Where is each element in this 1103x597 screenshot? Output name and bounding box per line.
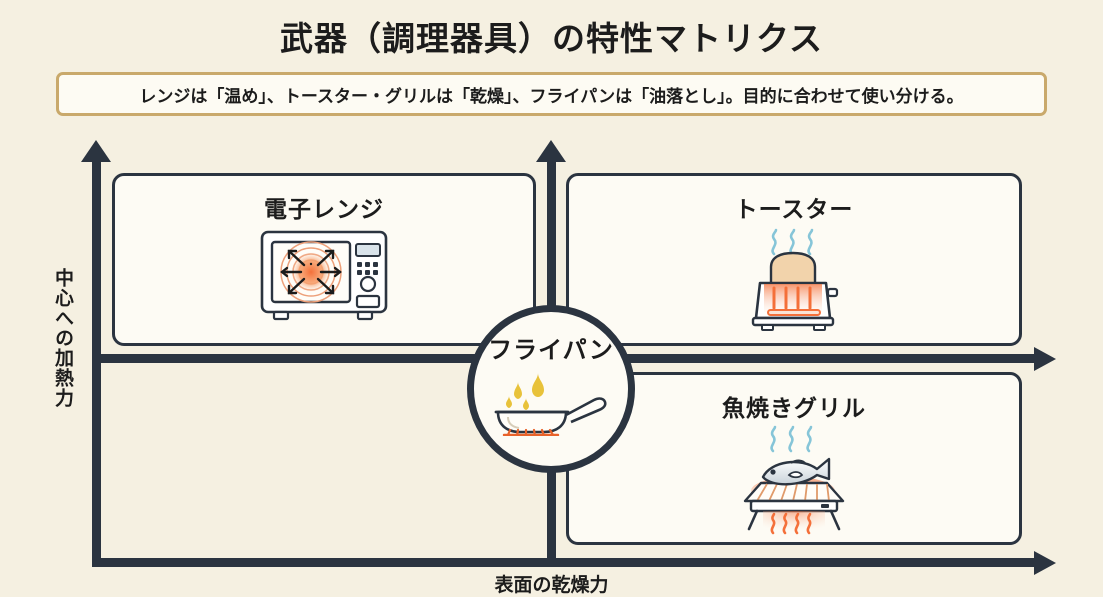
center-badge-frying-pan[interactable]: フライパン: [467, 305, 635, 473]
toaster-icon: [738, 226, 850, 337]
x-axis-middle-arrow-icon: [1034, 347, 1056, 371]
x-axis-bottom-line: [92, 558, 1037, 567]
subtitle-banner: レンジは「温め」、トースター・グリルは「乾燥」、フライパンは「油落とし」。目的に…: [56, 72, 1047, 116]
frying-pan-icon: [492, 368, 610, 441]
center-badge-title: フライパン: [488, 337, 614, 364]
x-axis-label: 表面の乾燥力: [494, 575, 609, 596]
microwave-oven-icon: [258, 226, 390, 329]
quadrant-card-grill[interactable]: 魚焼きグリル: [566, 372, 1022, 545]
x-axis-bottom-arrow-icon: [1034, 551, 1056, 575]
quadrant-card-toaster[interactable]: トースター: [566, 173, 1022, 346]
page-title: 武器（調理器具）の特性マトリクス: [279, 20, 823, 57]
quadrant-title-toaster: トースター: [734, 196, 854, 222]
y-axis-label: 中心への加熱力: [52, 268, 73, 408]
subtitle-text: レンジは「温め」、トースター・グリルは「乾燥」、フライパンは「油落とし」。目的に…: [139, 86, 964, 106]
y-axis-center-arrow-icon: [536, 140, 566, 162]
quadrant-title-grill: 魚焼きグリル: [722, 395, 866, 421]
quadrant-card-microwave[interactable]: 電子レンジ: [112, 173, 536, 346]
fish-grill-icon: [729, 425, 859, 542]
y-axis-left-arrow-icon: [81, 140, 111, 162]
quadrant-title-microwave: 電子レンジ: [264, 196, 384, 222]
